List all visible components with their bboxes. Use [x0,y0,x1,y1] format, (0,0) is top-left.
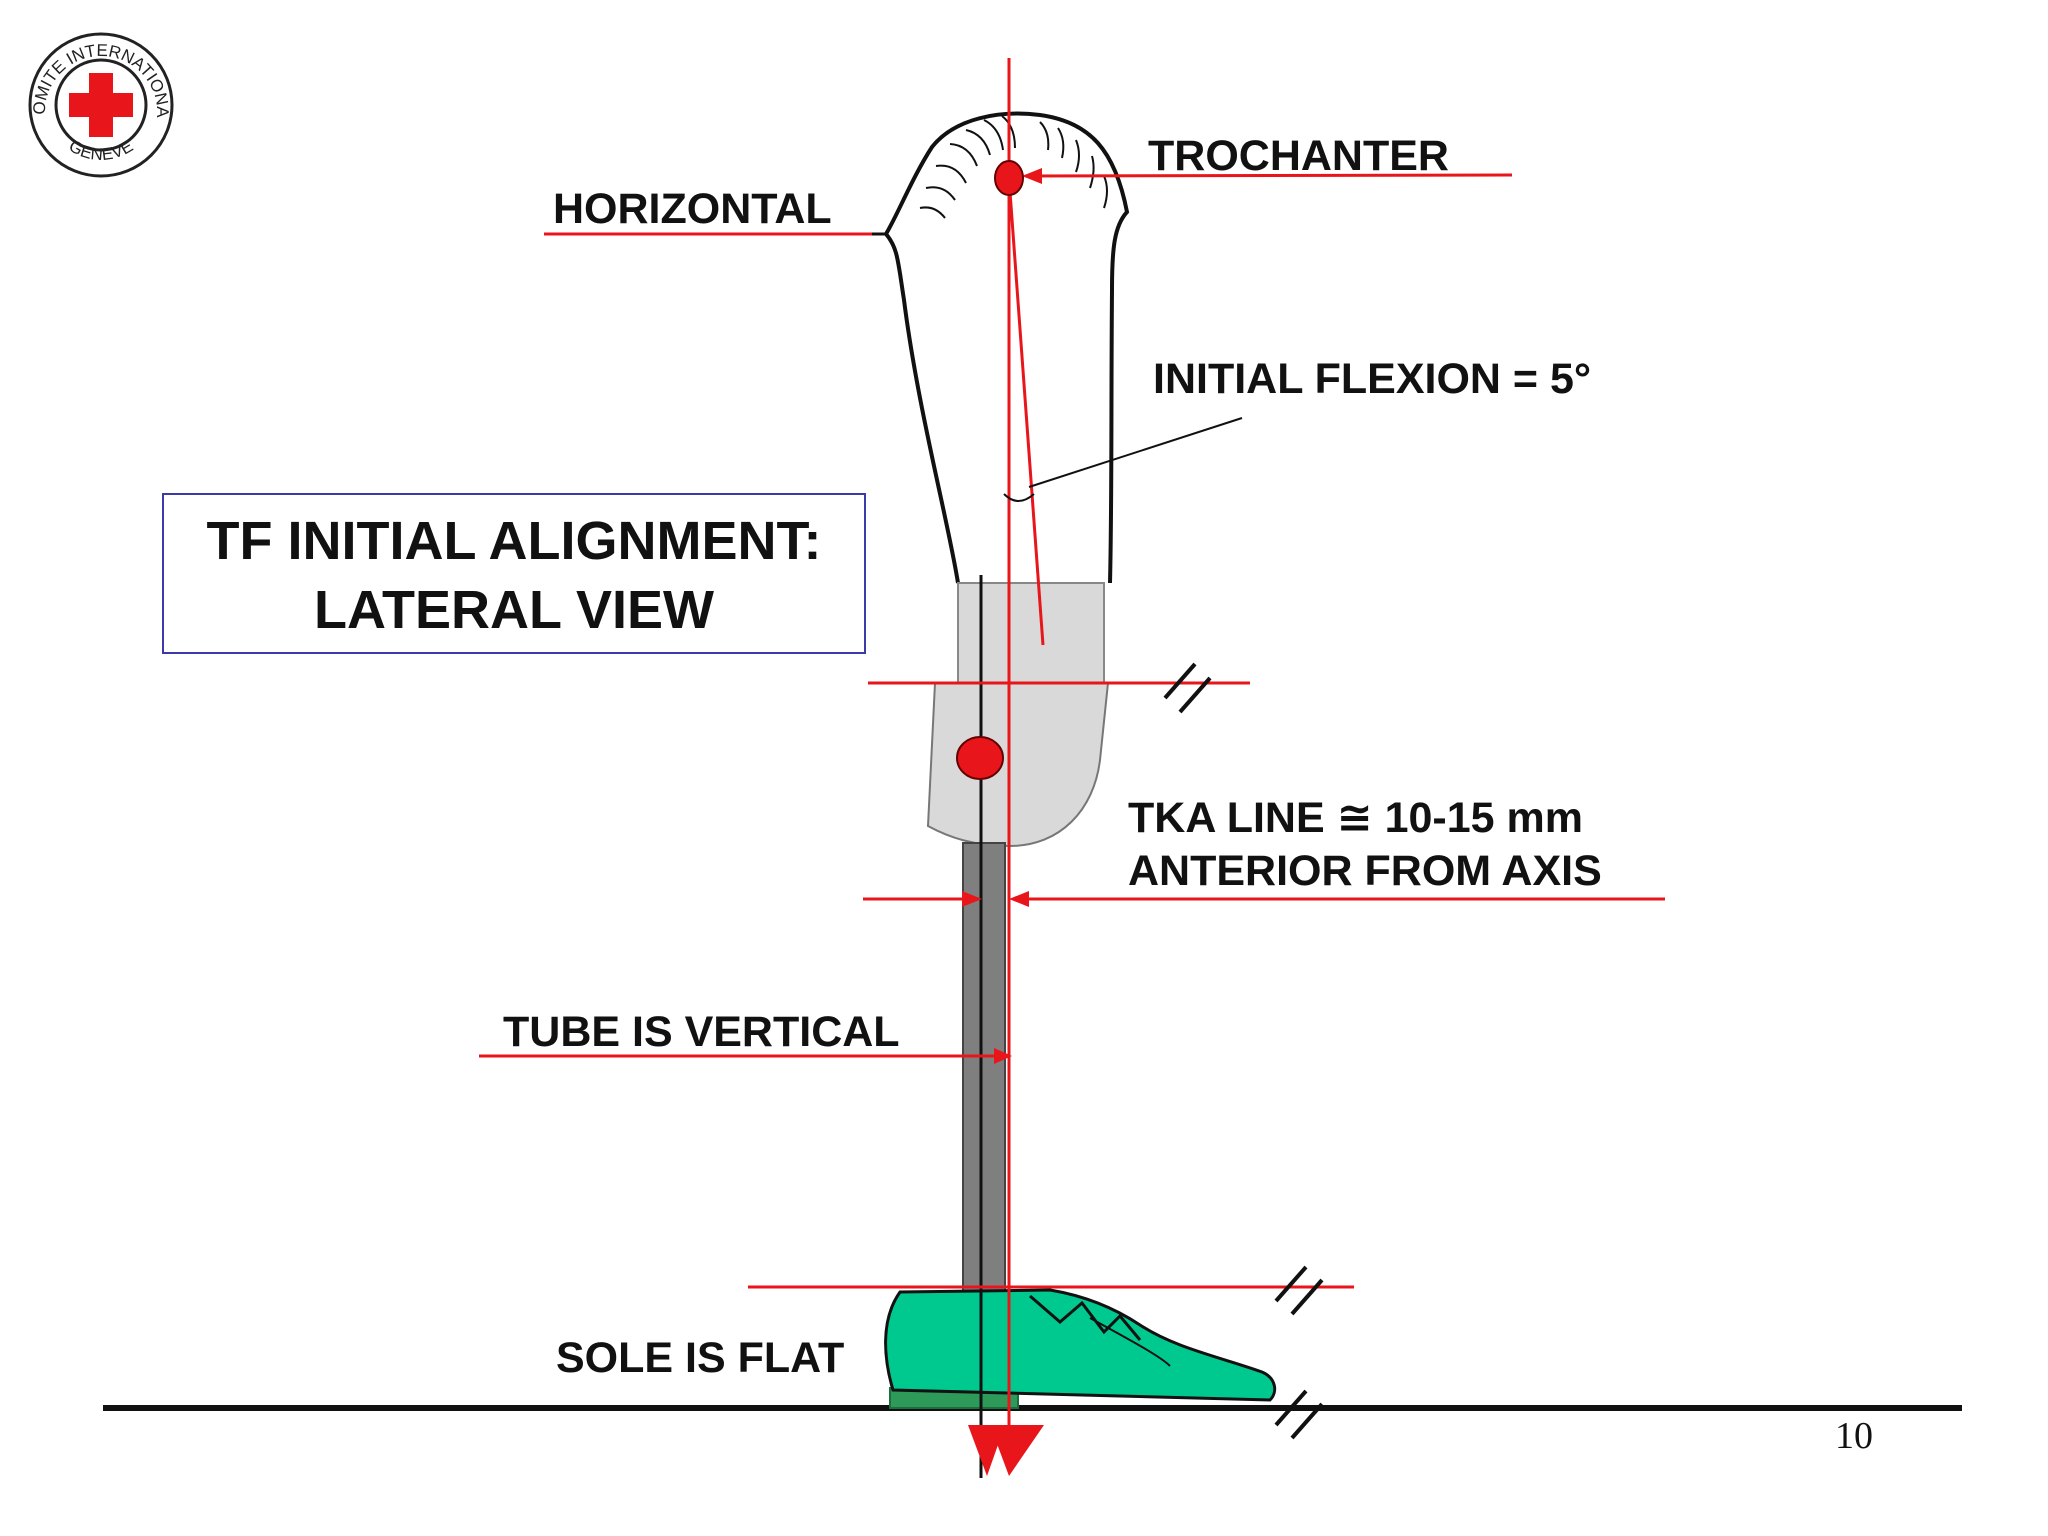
title-box: TF INITIAL ALIGNMENT: LATERAL VIEW [162,493,866,654]
prosthetic-socket [862,111,1130,584]
initial-flexion-label: INITIAL FLEXION = 5° [1153,355,1591,403]
flexion-line [1007,177,1045,646]
title-line-1: TF INITIAL ALIGNMENT: [207,511,822,571]
red-cross-icon [69,73,133,137]
flexion-angle-indicator [1003,417,1243,502]
shoe [884,1288,1277,1409]
sole-flat-label: SOLE IS FLAT [556,1334,844,1382]
trochanter-marker [994,160,1024,196]
icrc-logo: COMITE INTERNATIONAL GENEVE [0,0,174,178]
horizontal-label: HORIZONTAL [553,185,832,233]
parallel-marks [1163,662,1324,1440]
knee-unit [926,682,1110,848]
tka-line-label: TKA LINE ≅ 10-15 mm [1128,794,1583,842]
tube-vertical-label: TUBE IS VERTICAL [503,1008,900,1056]
title-line-2: LATERAL VIEW [314,580,714,640]
trochanter-leader [1024,173,1513,178]
knee-axis-marker [956,736,1004,780]
page-number: 10 [1835,1415,1873,1457]
pylon-tube [962,842,1006,1292]
trochanter-label: TROCHANTER [1148,132,1449,180]
reference-lines [479,58,1665,1460]
anterior-from-axis-label: ANTERIOR FROM AXIS [1128,847,1602,895]
arrowheads [962,168,1044,1476]
